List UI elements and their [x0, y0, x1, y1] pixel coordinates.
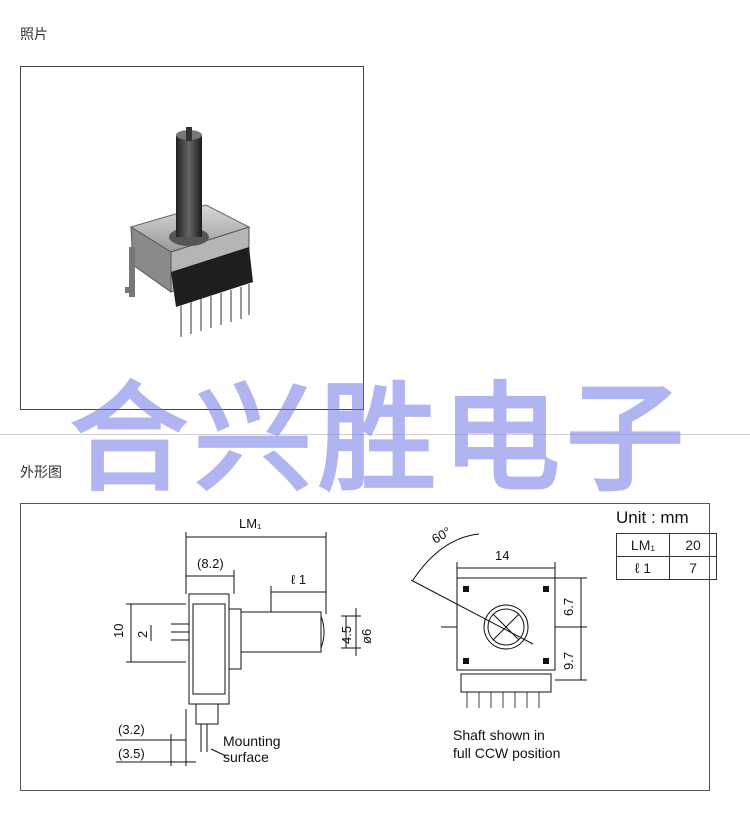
potentiometer-photo — [125, 127, 253, 337]
shaft-note-line2: full CCW position — [453, 745, 560, 761]
dim-l1: ℓ 1 — [291, 572, 306, 587]
section-divider — [0, 434, 750, 435]
dim-9-7: 9.7 — [561, 652, 576, 670]
shaft-note-line1: Shaft shown in — [453, 727, 545, 743]
dim-lm1: LM₁ — [239, 516, 262, 531]
drawing-heading: 外形图 — [20, 465, 62, 481]
dim-14: 14 — [495, 548, 509, 563]
dim-10: 10 — [111, 624, 126, 638]
unit-title: Unit : mm — [616, 508, 689, 527]
dim-6-7: 6.7 — [561, 598, 576, 616]
dim-8-2: (8.2) — [197, 556, 224, 571]
outline-drawing: LM₁ (8.2) ℓ 1 10 2 4.5 ø6 (3.2) (3.5) Mo… — [111, 516, 587, 766]
dim-3-2: (3.2) — [118, 722, 145, 737]
unit-key: LM₁ — [616, 533, 670, 557]
unit-value: 7 — [669, 556, 717, 580]
unit-table-wrap: LM₁ 20 ℓ 1 7 — [616, 533, 717, 580]
unit-table: LM₁ 20 ℓ 1 7 — [616, 533, 717, 580]
outline-drawing-frame: LM₁ (8.2) ℓ 1 10 2 4.5 ø6 (3.2) (3.5) Mo… — [20, 503, 710, 791]
table-row: LM₁ 20 — [616, 533, 717, 557]
mounting-label: Mounting — [223, 733, 281, 749]
dim-4-5: 4.5 — [339, 626, 354, 644]
dim-2: 2 — [135, 631, 150, 638]
surface-label: surface — [223, 749, 269, 765]
photo-frame — [20, 66, 364, 410]
unit-key: ℓ 1 — [616, 556, 670, 580]
table-row: ℓ 1 7 — [616, 556, 717, 580]
dim-3-5: (3.5) — [118, 746, 145, 761]
photo-heading: 照片 — [20, 27, 48, 43]
unit-value: 20 — [669, 533, 717, 557]
dim-phi6: ø6 — [359, 629, 374, 644]
